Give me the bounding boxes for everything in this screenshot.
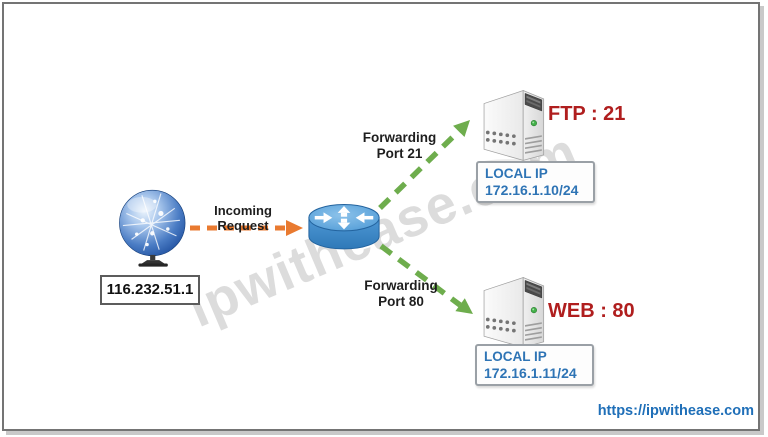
ftp-service-label: FTP : 21 [548,103,626,125]
web-local-ip-value: 172.16.1.11/24 [484,365,577,381]
ftp-local-ip-title: LOCAL IP [485,166,548,181]
public-ip-box: 116.232.51.1 [100,275,200,305]
footer-link[interactable]: https://ipwithease.com [597,403,754,419]
forwarding-port-21-line1: Forwarding [362,130,437,145]
forwarding-port-80-label: Forwarding Port 80 [355,278,447,310]
globe-icon [116,187,192,271]
diagram-border [2,2,760,431]
web-local-ip-box: LOCAL IP 172.16.1.11/24 [475,344,594,386]
web-server-icon [474,271,550,353]
router-icon [305,197,383,254]
incoming-request-label: Incoming Request [214,203,272,233]
web-service-label: WEB : 80 [548,300,635,322]
forwarding-port-21-line2: Port 21 [376,146,423,161]
ftp-local-ip-box: LOCAL IP 172.16.1.10/24 [476,161,595,203]
forwarding-port-80-line2: Port 80 [378,294,424,309]
forwarding-port-21-label: Forwarding Port 21 [352,130,447,162]
ftp-local-ip-value: 172.16.1.10/24 [485,182,579,198]
web-local-ip-title: LOCAL IP [484,349,547,364]
ftp-server-icon [474,84,550,166]
forwarding-port-80-line1: Forwarding [364,278,438,293]
